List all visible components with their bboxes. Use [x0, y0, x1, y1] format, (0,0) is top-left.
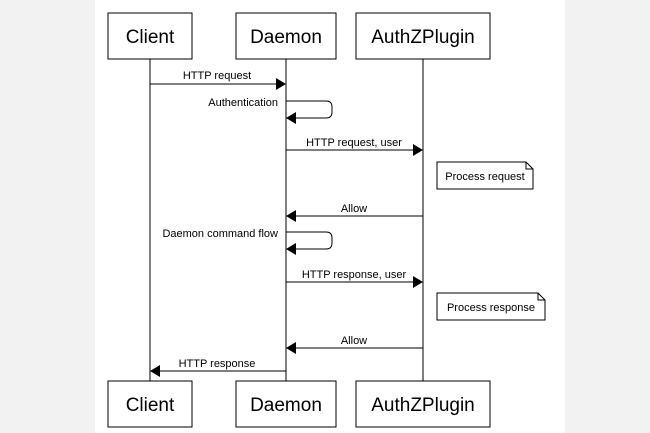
participant-daemon-bottom-label: Daemon [250, 395, 322, 416]
participant-daemon-top: Daemon [235, 12, 337, 60]
arrowhead [286, 342, 296, 354]
participant-authz-top-label: AuthZPlugin [371, 27, 475, 48]
message-label: Daemon command flow [162, 228, 278, 240]
message-label: HTTP request [183, 70, 251, 82]
participant-authz-bottom-label: AuthZPlugin [371, 395, 475, 416]
message-label: Authentication [208, 97, 278, 109]
message-authentication: Authentication [208, 97, 333, 124]
message-http-response: HTTP response [150, 358, 286, 377]
note-label: Process response [447, 302, 535, 314]
participant-client-bottom-label: Client [126, 395, 175, 416]
arrowhead [413, 144, 423, 156]
message-allow-2: Allow [286, 335, 423, 354]
arrowhead [413, 276, 423, 288]
message-http-request: HTTP request [150, 70, 286, 90]
participant-daemon-top-label: Daemon [250, 27, 322, 48]
message-http-request-user: HTTP request, user [286, 137, 423, 156]
participant-daemon-bottom: Daemon [235, 380, 337, 428]
message-label: Allow [341, 335, 367, 347]
sequence-diagram-svg: Client Daemon AuthZPlugin Client Daemon … [107, 12, 546, 428]
sequence-diagram: Client Daemon AuthZPlugin Client Daemon … [95, 0, 565, 433]
participant-client-bottom: Client [107, 380, 193, 428]
note-process-response: Process response [436, 292, 546, 321]
message-label: HTTP request, user [306, 137, 402, 149]
message-http-response-user: HTTP response, user [286, 269, 423, 288]
message-label: Allow [341, 203, 367, 215]
arrowhead [286, 243, 296, 255]
note-process-request: Process request [436, 161, 534, 190]
note-label: Process request [445, 171, 524, 183]
participant-client-top-label: Client [126, 27, 175, 48]
arrowhead [286, 210, 296, 222]
arrowhead [276, 78, 286, 90]
arrowhead [150, 365, 160, 377]
participant-authz-bottom: AuthZPlugin [355, 380, 491, 428]
message-daemon-command-flow: Daemon command flow [162, 228, 333, 255]
message-label: HTTP response, user [302, 269, 407, 281]
participant-client-top: Client [107, 12, 193, 60]
message-label: HTTP response [179, 358, 256, 370]
participant-authz-top: AuthZPlugin [355, 12, 491, 60]
message-allow-1: Allow [286, 203, 423, 222]
arrowhead [286, 112, 296, 124]
